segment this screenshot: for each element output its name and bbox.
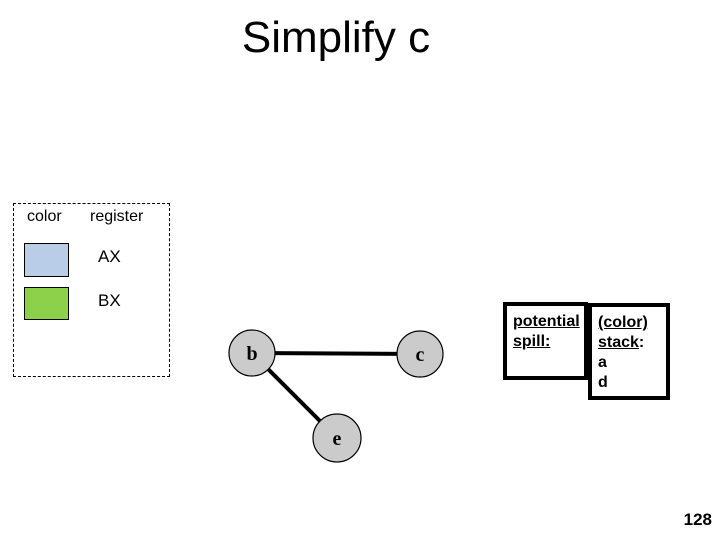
legend-header-color: color	[27, 208, 62, 225]
stack-item: a	[598, 354, 607, 371]
stack-box-line1: (color)	[598, 314, 648, 331]
register-label-bx: BX	[98, 291, 121, 310]
node-c-label: c	[416, 344, 425, 366]
legend-header-register: register	[90, 208, 144, 225]
color-swatch-bx	[24, 287, 69, 320]
color-swatch-ax	[24, 243, 69, 277]
node-e-label: e	[333, 428, 342, 450]
potential-spill-box: potential spill:	[503, 302, 588, 380]
register-label-ax: AX	[98, 247, 121, 266]
slide-title: Simplify c	[241, 13, 431, 62]
node-c	[396, 330, 444, 378]
color-stack-box: (color) stack: a d	[588, 303, 670, 400]
stack-box-line2-word: stack	[598, 334, 639, 351]
stack-item: d	[598, 374, 608, 391]
edge-b-c	[251, 351, 421, 356]
potential-spill-line1: potential	[513, 313, 580, 330]
node-b	[228, 329, 276, 377]
legend-box: color register AX BX	[13, 203, 170, 377]
stack-box-line2: stack:	[598, 333, 666, 353]
potential-spill-line2: spill:	[513, 333, 551, 350]
node-b-label: b	[246, 343, 257, 365]
page-number: 128	[683, 510, 712, 529]
node-e	[312, 413, 362, 463]
stack-box-line2-colon: :	[638, 334, 645, 351]
